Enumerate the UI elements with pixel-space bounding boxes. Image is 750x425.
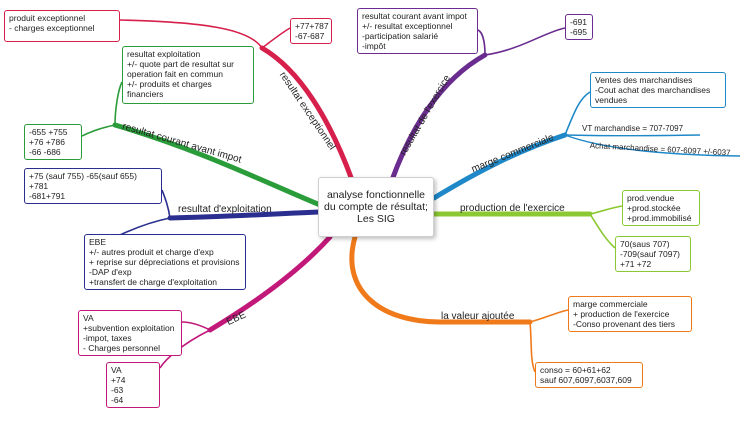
- box-production-definition[interactable]: prod.vendue +prod.stockée +prod.immobili…: [622, 190, 700, 226]
- connector-exc-acc: [261, 27, 291, 49]
- branch-valeur-ajoutee: [349, 234, 533, 325]
- connector-exc-def: [119, 19, 263, 49]
- connector-va-def: [529, 309, 569, 323]
- label-vt-marchandise: VT marchandise = 707-7097: [582, 124, 684, 133]
- label-valeur-ajoutee: la valeur ajoutée: [441, 311, 515, 322]
- branch-marge-commerciale: [431, 132, 568, 201]
- connector-cour-def: [114, 81, 123, 126]
- box-ebe-accounts[interactable]: VA +74 -63 -64: [106, 362, 160, 408]
- connector-exer-def: [477, 29, 486, 56]
- connector-mc-vt: [564, 134, 701, 137]
- connector-cour-acc: [81, 124, 116, 137]
- connector-exer-acc: [484, 27, 566, 56]
- branch-resultat-exercice: [389, 52, 488, 183]
- branch-resultat-exploitation: [167, 209, 323, 221]
- connector-prod-acc: [589, 213, 616, 249]
- box-courant-definition[interactable]: resultat exploitation +/- quote part de …: [122, 46, 254, 104]
- box-exploitation-definition[interactable]: EBE +/- autres produit et charge d'exp +…: [84, 234, 246, 290]
- box-exercice-definition[interactable]: resultat courant avant impot +/- resulta…: [357, 8, 478, 54]
- connector-va-acc: [529, 321, 536, 373]
- connector-mc-def: [564, 91, 591, 136]
- box-courant-accounts[interactable]: -655 +755 +76 +786 -66 -686: [24, 124, 82, 160]
- branch-resultat-exceptionnel: [259, 45, 355, 183]
- box-exceptionnel-definition[interactable]: produit exceptionnel - charges exception…: [4, 10, 120, 42]
- branch-ebe: [207, 234, 333, 333]
- connector-mc-achat: [564, 134, 741, 157]
- central-topic[interactable]: analyse fonctionnelle du compte de résul…: [318, 177, 434, 237]
- connector-expl-acc: [161, 189, 171, 219]
- connector-ebe-def: [181, 321, 211, 331]
- box-valeur-ajoutee-definition[interactable]: marge commerciale + production de l'exer…: [568, 296, 692, 332]
- box-marge-commerciale-definition[interactable]: Ventes des marchandises -Cout achat des …: [590, 72, 726, 108]
- connector-prod-def: [589, 205, 623, 215]
- connector-expl-def: [119, 217, 171, 236]
- box-ebe-definition[interactable]: VA +subvention exploitation -impot, taxe…: [78, 310, 182, 356]
- label-resultat-exploitation: resultat d'exploitation: [178, 204, 272, 215]
- label-production-exercice: production de l'exercice: [460, 203, 565, 214]
- box-production-accounts[interactable]: 70(saus 707) -709(sauf 7097) +71 +72: [615, 236, 691, 272]
- box-exceptionnel-accounts[interactable]: +77+787 -67-687: [290, 18, 332, 44]
- box-valeur-ajoutee-accounts[interactable]: conso = 60+61+62 sauf 607,6097,6037,609: [535, 362, 643, 388]
- box-exercice-accounts[interactable]: -691 -695: [565, 14, 593, 40]
- branch-resultat-courant: [112, 122, 323, 208]
- box-exploitation-accounts[interactable]: +75 (sauf 755) -65(sauf 655) +781 -681+7…: [24, 168, 162, 204]
